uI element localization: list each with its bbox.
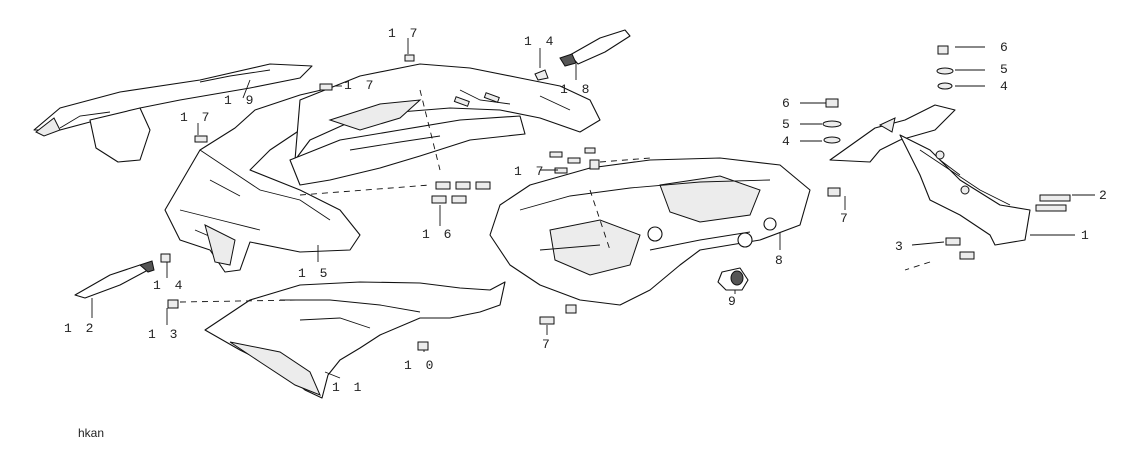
callout-8: 8 xyxy=(775,253,786,268)
callout-7: 7 xyxy=(542,337,553,352)
callout-5: 5 xyxy=(1000,62,1011,77)
upper-center-fairing xyxy=(289,63,601,186)
callout-10: 1 0 xyxy=(404,358,436,373)
callout-16: 1 6 xyxy=(422,227,454,242)
callout-2: 2 xyxy=(1099,188,1110,203)
callout-7: 7 xyxy=(840,211,851,226)
callout-15: 1 5 xyxy=(298,266,330,281)
callout-11: 1 1 xyxy=(332,380,364,395)
part-12-turn-signal xyxy=(74,253,171,299)
callout-9: 9 xyxy=(728,294,739,309)
part-9-rubber-mount xyxy=(717,267,749,291)
callout-1: 1 xyxy=(1081,228,1092,243)
callout-17: 1 7 xyxy=(388,26,420,41)
hardware-fasteners xyxy=(167,45,1071,351)
part-11-lower-cover xyxy=(204,281,506,399)
callout-14: 1 4 xyxy=(524,34,556,49)
callout-6: 6 xyxy=(782,96,793,111)
leader-lines xyxy=(91,38,1095,379)
callout-labels: 1 7 1 4 6 5 4 1 7 1 9 1 8 6 5 4 1 7 1 7 … xyxy=(64,26,1110,395)
part-15-front-cowl xyxy=(164,87,381,273)
callout-12: 1 2 xyxy=(64,321,96,336)
callout-4: 4 xyxy=(1000,79,1011,94)
callout-3: 3 xyxy=(895,239,906,254)
callout-14: 1 4 xyxy=(153,278,185,293)
callout-18: 1 8 xyxy=(560,82,592,97)
callout-13: 1 3 xyxy=(148,327,180,342)
callout-17: 1 7 xyxy=(180,110,212,125)
callout-6: 6 xyxy=(1000,40,1011,55)
callout-19: 1 9 xyxy=(224,93,256,108)
part-19-rear-cover xyxy=(33,63,313,163)
part-18-turn-signal xyxy=(534,29,631,81)
callout-4: 4 xyxy=(782,134,793,149)
assembly-lines xyxy=(179,89,931,303)
callout-17: 1 7 xyxy=(514,164,546,179)
part-1-frame-bracket xyxy=(829,104,1031,246)
callout-5: 5 xyxy=(782,117,793,132)
part-8-main-tray xyxy=(489,157,811,306)
callout-17: 1 7 xyxy=(344,78,376,93)
watermark-text: hkan xyxy=(78,426,105,440)
